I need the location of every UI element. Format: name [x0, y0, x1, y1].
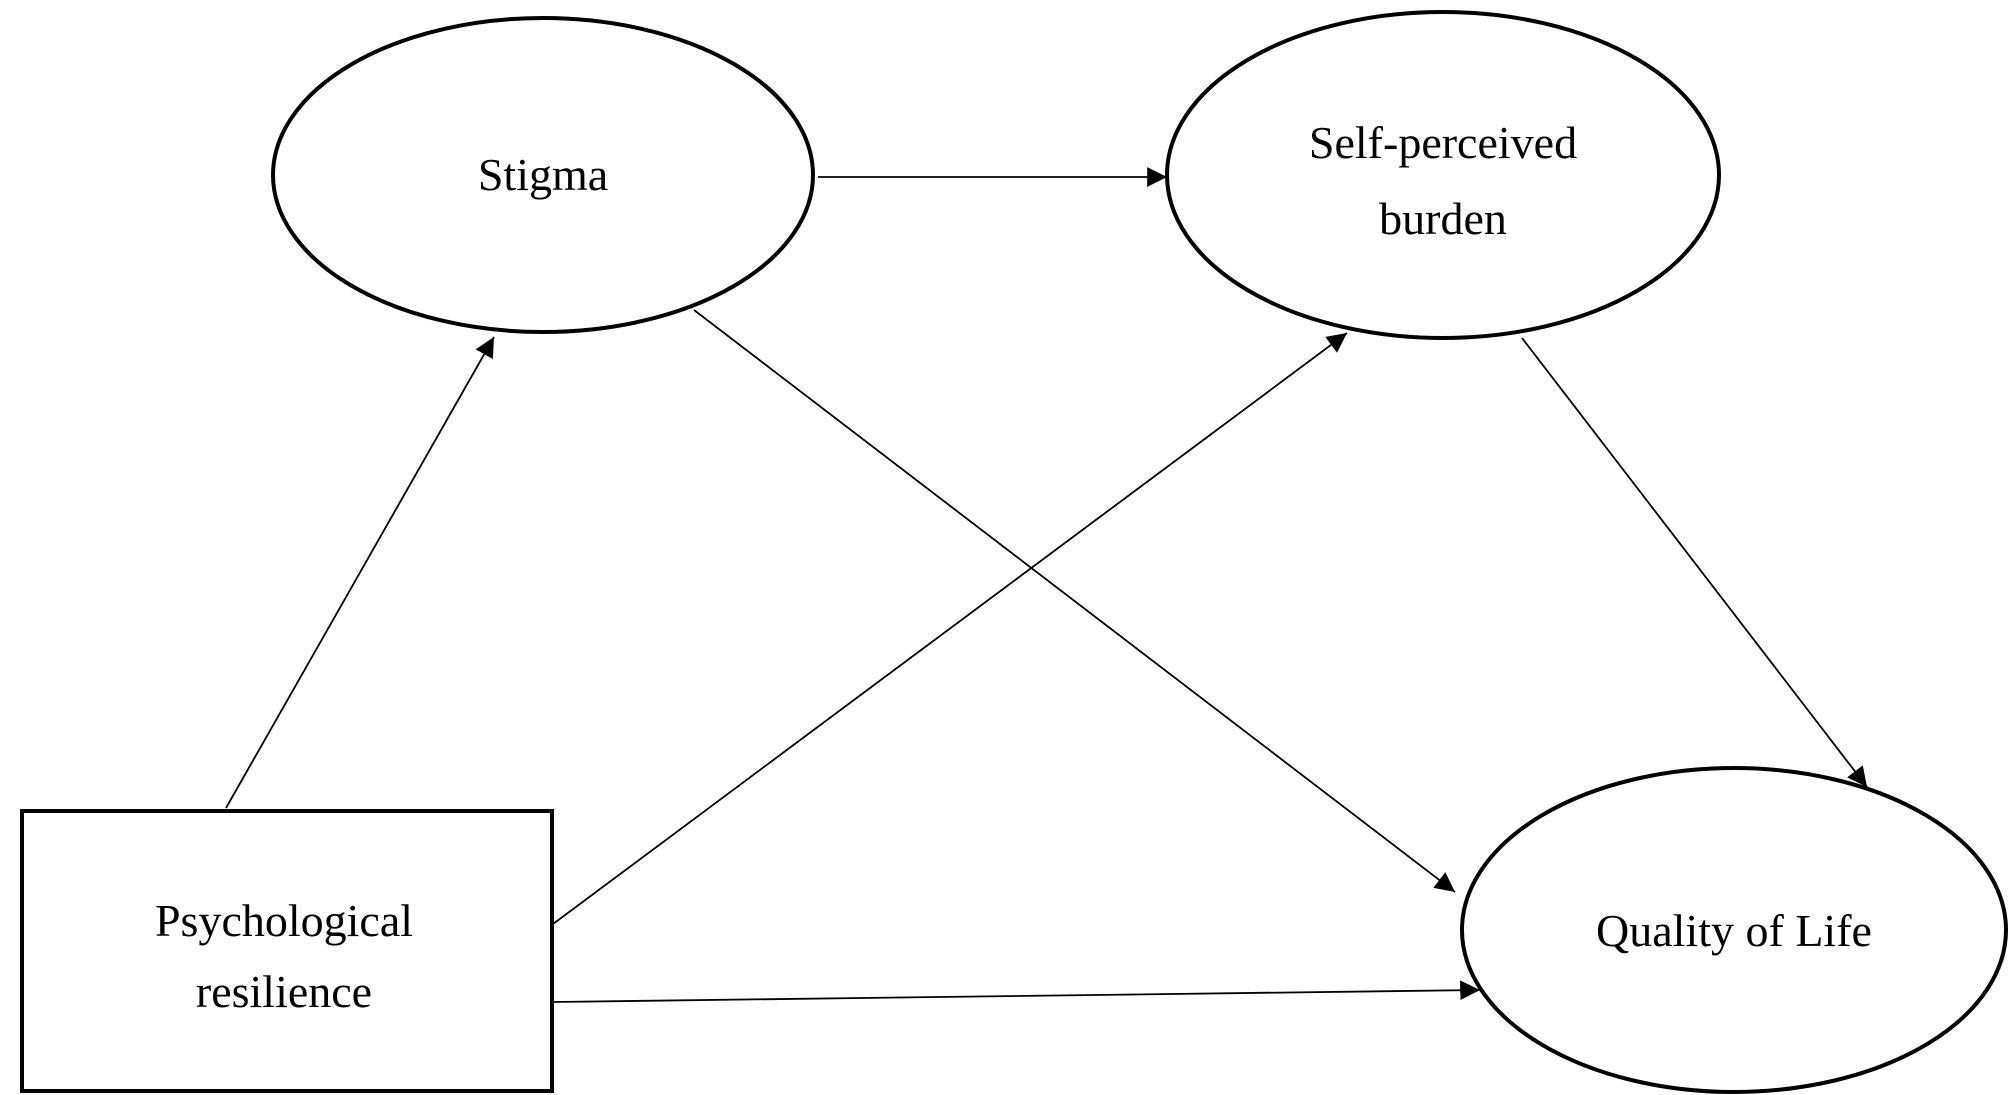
node-self-perceived-burden: Self-perceived burden [1165, 10, 1721, 340]
edge-stigma-to-qol [693, 309, 1456, 893]
node-quality-of-life: Quality of Life [1460, 766, 2008, 1094]
qol-label: Quality of Life [1596, 905, 1872, 956]
resilience-label-line-2: resilience [196, 966, 372, 1017]
edge-resilience-to-burden [552, 332, 1348, 925]
edge-resilience-to-qol [552, 980, 1481, 1003]
stigma-label: Stigma [478, 149, 608, 200]
qol-ellipse [1460, 766, 2008, 1094]
node-stigma: Stigma [271, 16, 815, 334]
burden-label-line-2: burden [1379, 193, 1507, 244]
edges [225, 167, 1868, 1003]
edge-burden-to-qol [1521, 337, 1868, 788]
edge-resilience-to-stigma [225, 336, 495, 809]
stigma-ellipse [271, 16, 815, 334]
burden-ellipse [1165, 10, 1721, 340]
burden-label-line-1: Self-perceived [1309, 117, 1577, 168]
node-psychological-resilience: Psychological resilience [20, 809, 554, 1093]
resilience-label-line-1: Psychological [155, 895, 413, 946]
resilience-box [20, 809, 554, 1093]
